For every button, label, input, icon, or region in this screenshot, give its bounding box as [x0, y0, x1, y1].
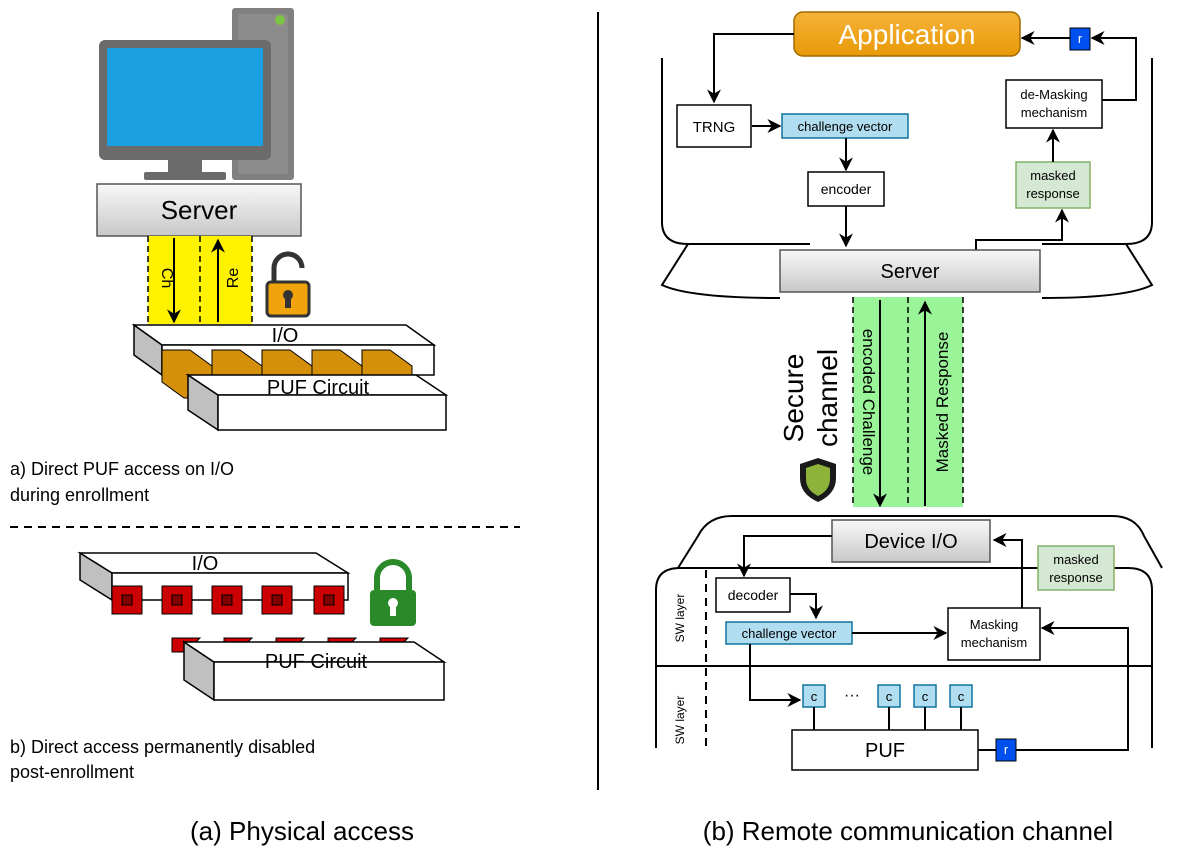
caption-a: (a) Physical access [190, 816, 414, 846]
cell-connectors [813, 707, 962, 730]
demask-to-r-arrow [1090, 31, 1137, 101]
puf-label: PUF [865, 740, 905, 762]
masked-top-label-2: response [1026, 186, 1079, 201]
device-io-box [831, 519, 991, 563]
r-to-masking-arrow [1016, 621, 1129, 751]
encoder-label: encoder [821, 181, 872, 197]
locked-padlock-icon [370, 559, 416, 626]
sw-layer-2: SW layer [673, 696, 687, 745]
demasking-box [1005, 79, 1103, 129]
server-to-masked-arrow [975, 208, 1069, 250]
puf-cells-locked-top [111, 585, 345, 615]
desktop-computer-icon [99, 8, 294, 180]
challenge-cell-label: c [886, 689, 893, 704]
server-label-left: Server [161, 195, 238, 225]
puf-label-top: PUF Circuit [267, 377, 370, 399]
caption-b: (b) Remote communication channel [703, 816, 1113, 846]
masked-response-bottom [1037, 545, 1115, 591]
puf-circuit-block-bottom [181, 640, 447, 702]
io-label-bottom: I/O [192, 553, 219, 575]
masked-top-label-1: masked [1030, 168, 1076, 183]
unlocked-padlock-icon [265, 251, 311, 318]
masked-response-channel-label: Masked Response [933, 332, 952, 473]
masking-box [947, 607, 1041, 661]
challenge-cell-label: c [811, 689, 818, 704]
decoder-to-challenge-arrow [790, 593, 823, 620]
trng-box [676, 104, 752, 148]
ch-label: Ch [158, 268, 175, 288]
device-io-label: Device I/O [864, 531, 957, 553]
challenge-vector-bottom-label: challenge vector [742, 626, 837, 641]
masked-bottom-label-1: masked [1053, 552, 1099, 567]
note-a-line1: a) Direct PUF access on I/O [10, 459, 234, 479]
channel-label: channel [812, 349, 843, 447]
server-box-right [779, 249, 1041, 293]
app-to-trng-arrow [707, 33, 794, 104]
puf-label-bottom: PUF Circuit [265, 651, 368, 673]
masking-label-2: mechanism [961, 635, 1027, 650]
encoder-box [807, 171, 885, 207]
server-enclosure-base [660, 243, 1154, 299]
device-enclosure-body [655, 567, 1153, 748]
trng-label: TRNG [693, 119, 736, 136]
server-box-left [96, 183, 302, 237]
demasking-label-1: de-Masking [1020, 87, 1087, 102]
challenge-cell-label: c [958, 689, 965, 704]
masked-response-top [1015, 161, 1091, 209]
note-b-line1: b) Direct access permanently disabled [10, 737, 315, 757]
puf-circuit-block-top [185, 373, 449, 432]
challenge-vector-top-label: challenge vector [798, 119, 893, 134]
challenge-cell-label: c [922, 689, 929, 704]
server-label-right: Server [881, 261, 940, 283]
r-label-bottom: r [1004, 742, 1009, 757]
challenge-to-cells-arrow [749, 644, 802, 707]
sw-layer-1: SW layer [673, 594, 687, 643]
masking-to-io-arrow [992, 533, 1023, 608]
demasking-label-2: mechanism [1021, 105, 1087, 120]
device-enclosure-top [677, 515, 1163, 569]
masking-label-1: Masking [970, 617, 1018, 632]
shield-icon [800, 458, 836, 502]
puf-box [791, 729, 979, 771]
challenge-vector-top [781, 113, 909, 139]
decoder-label: decoder [728, 587, 779, 603]
encoded-challenge-label: encoded Challenge [859, 329, 878, 476]
note-b-line2: post-enrollment [10, 762, 134, 782]
io-to-decoder-arrow [737, 535, 832, 578]
r-label-top: r [1078, 31, 1083, 46]
note-a-line2: during enrollment [10, 485, 149, 505]
re-label: Re [225, 268, 242, 289]
secure-label: Secure [778, 354, 809, 443]
masked-bottom-label-2: response [1049, 570, 1102, 585]
cells-ellipsis: ··· [844, 687, 860, 704]
io-label-top: I/O [272, 325, 299, 347]
application-label: Application [839, 19, 976, 50]
